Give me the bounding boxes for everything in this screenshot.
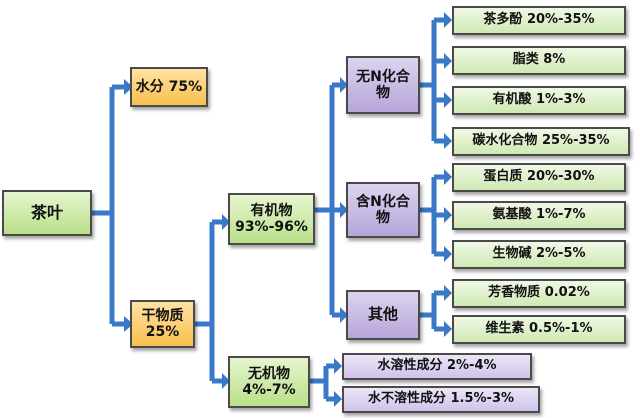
leaf-water-soluble: 水溶性成分 2%-4% xyxy=(342,353,532,380)
node-other-label: 其他 xyxy=(367,305,398,324)
leaf-organic-acids: 有机酸 1%-3% xyxy=(452,86,626,115)
leaf-tea-polyphenols: 茶多酚 20%-35% xyxy=(452,6,626,35)
leaf-label: 维生素 0.5%-1% xyxy=(485,321,593,337)
node-non-nitrogen-compounds: 无N化合 物 xyxy=(346,56,420,114)
node-non-nitrogen-line1: 无N化合 xyxy=(356,68,410,85)
leaf-carbohydrates: 碳水化合物 25%-35% xyxy=(452,127,630,156)
node-dry-matter: 干物质 25% xyxy=(130,300,195,348)
node-nitrogen-compounds: 含N化合 物 xyxy=(346,182,420,238)
leaf-amino-acids: 氨基酸 1%-7% xyxy=(452,201,626,230)
node-water-label: 水分 75% xyxy=(135,78,203,95)
leaf-label: 水不溶性成分 1.5%-3% xyxy=(367,391,515,407)
node-dry-matter-line1: 干物质 xyxy=(141,307,184,324)
node-water: 水分 75% xyxy=(130,67,208,107)
leaf-alkaloids: 生物碱 2%-5% xyxy=(452,240,626,269)
node-organic-line2: 93%-96% xyxy=(235,219,308,235)
leaf-label: 有机酸 1%-3% xyxy=(492,92,586,108)
node-tea: 茶叶 xyxy=(2,190,92,236)
node-nitrogen-line2: 物 xyxy=(376,210,390,226)
leaf-vitamins: 维生素 0.5%-1% xyxy=(452,315,626,344)
node-inorganic: 无机物 4%-7% xyxy=(228,356,310,408)
leaf-label: 茶多酚 20%-35% xyxy=(483,12,595,28)
node-non-nitrogen-line2: 物 xyxy=(376,85,390,101)
leaf-label: 脂类 8% xyxy=(512,52,566,68)
leaf-label: 水溶性成分 2%-4% xyxy=(377,358,497,374)
node-tea-label: 茶叶 xyxy=(30,202,63,222)
leaf-label: 碳水化合物 25%-35% xyxy=(472,133,610,149)
leaf-label: 生物碱 2%-5% xyxy=(492,246,586,262)
node-inorganic-line1: 无机物 xyxy=(248,365,290,382)
node-other: 其他 xyxy=(346,290,420,340)
node-nitrogen-line1: 含N化合 xyxy=(356,193,410,210)
leaf-label: 氨基酸 1%-7% xyxy=(492,207,586,223)
node-inorganic-line2: 4%-7% xyxy=(242,382,296,398)
leaf-water-insoluble: 水不溶性成分 1.5%-3% xyxy=(342,386,540,413)
leaf-protein: 蛋白质 20%-30% xyxy=(452,163,626,192)
leaf-label: 蛋白质 20%-30% xyxy=(483,169,595,185)
leaf-lipids: 脂类 8% xyxy=(452,46,626,75)
node-dry-matter-line2: 25% xyxy=(145,324,180,340)
leaf-aromatics: 芳香物质 0.02% xyxy=(452,279,626,308)
node-organic-line1: 有机物 xyxy=(250,202,293,219)
leaf-label: 芳香物质 0.02% xyxy=(488,285,590,301)
node-organic: 有机物 93%-96% xyxy=(228,193,315,245)
